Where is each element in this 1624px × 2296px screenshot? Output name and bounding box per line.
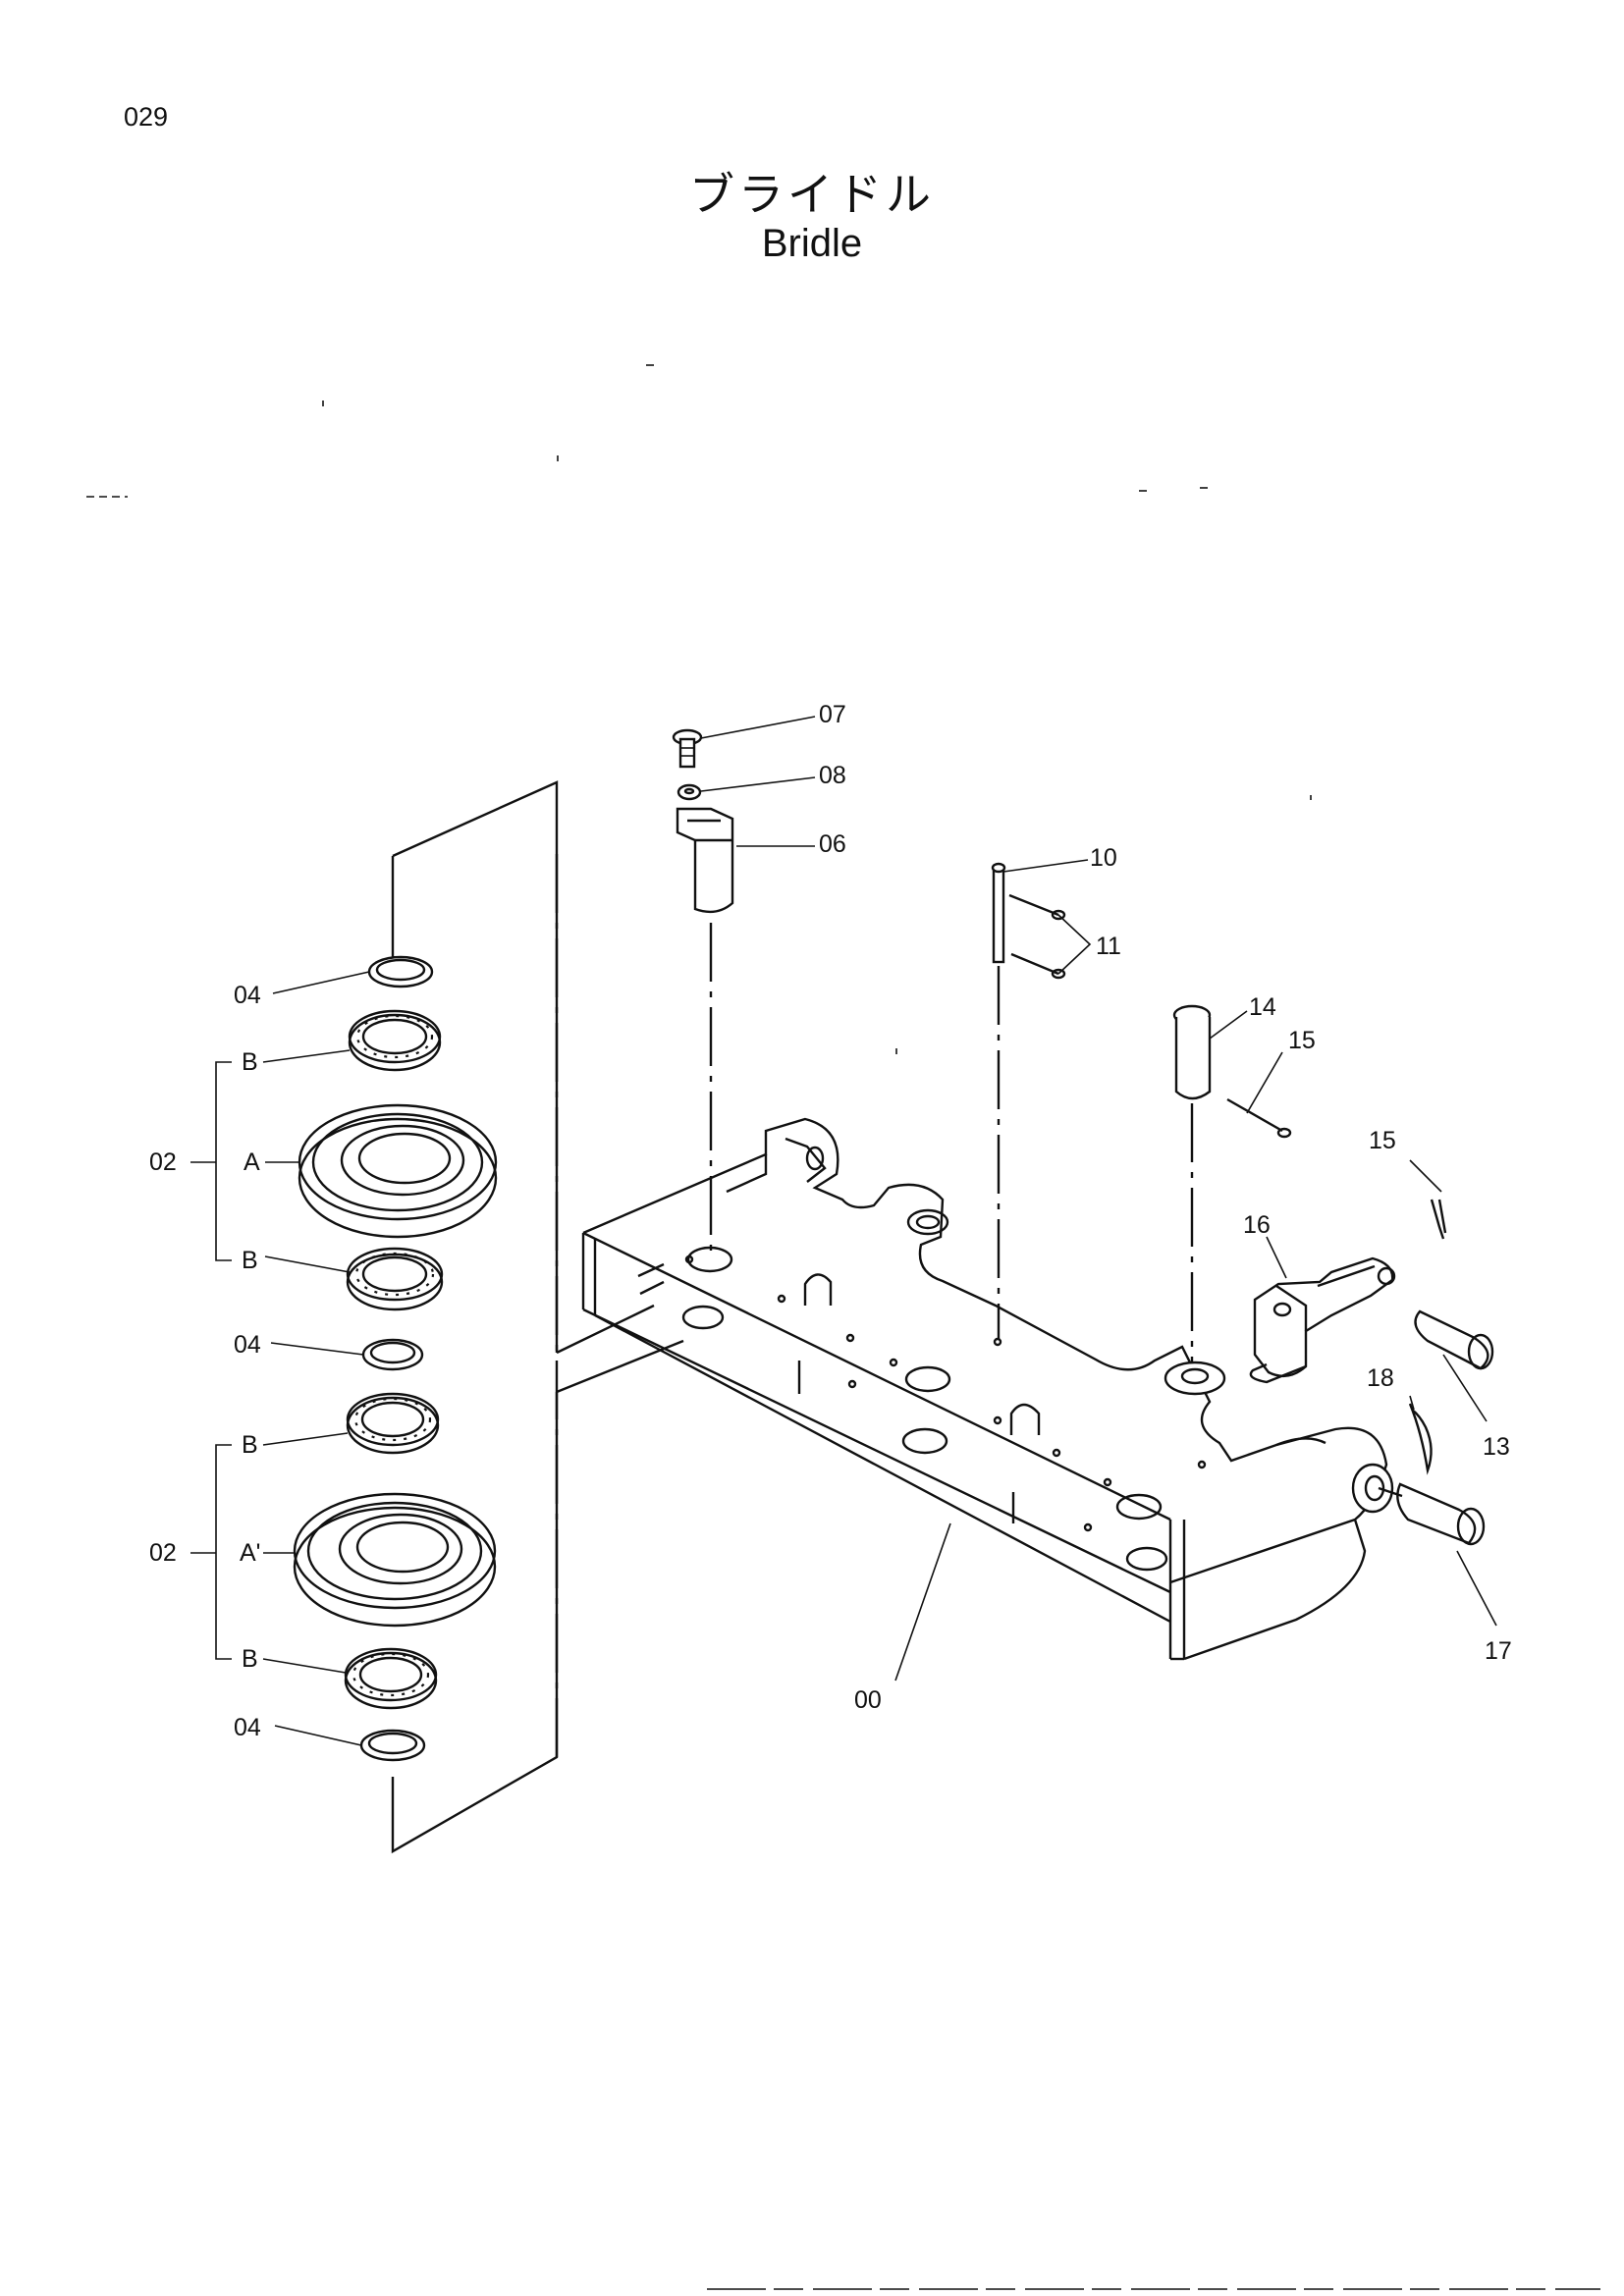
clevis-16 xyxy=(1249,1256,1396,1384)
callout-14: 14 xyxy=(1249,993,1276,1021)
bearing-b-4 xyxy=(344,1647,438,1710)
callout-a-prime: A' xyxy=(240,1539,260,1567)
sheave-a xyxy=(298,1103,498,1239)
callout-08: 08 xyxy=(819,762,846,789)
frame-lug-upper xyxy=(805,1146,825,1171)
callout-18: 18 xyxy=(1367,1364,1394,1392)
washer-08 xyxy=(677,783,702,801)
title-english: Bridle xyxy=(761,222,863,265)
callout-00: 00 xyxy=(854,1686,882,1714)
callout-labels: 07 08 06 10 11 14 15 15 16 18 13 17 00 0… xyxy=(149,701,1512,1741)
callout-b-3: B xyxy=(242,1431,258,1459)
cotter-15-right xyxy=(1430,1199,1447,1240)
callout-04-middle: 04 xyxy=(234,1331,261,1359)
bolt-07 xyxy=(672,728,703,769)
callout-11: 11 xyxy=(1096,933,1121,960)
callout-b-4: B xyxy=(242,1645,258,1673)
callout-04-bottom: 04 xyxy=(234,1714,261,1741)
callout-17: 17 xyxy=(1485,1637,1512,1665)
pin-13 xyxy=(1414,1309,1494,1370)
sheave-a-prime xyxy=(293,1492,497,1628)
callout-04-top: 04 xyxy=(234,982,261,1009)
pin-14 xyxy=(1172,1004,1212,1362)
callout-a: A xyxy=(244,1148,260,1176)
callout-06: 06 xyxy=(819,830,846,858)
callout-07: 07 xyxy=(819,701,846,728)
scan-marks xyxy=(86,364,1600,2290)
cotter-15-upper xyxy=(1226,1097,1292,1139)
bearing-b-3 xyxy=(346,1392,440,1455)
callout-b-2: B xyxy=(242,1247,258,1274)
page-number: 029 xyxy=(124,102,169,132)
callout-15-upper: 15 xyxy=(1288,1027,1316,1054)
title-japanese: ブライドル xyxy=(689,168,935,221)
bearing-b-2 xyxy=(346,1247,444,1311)
bearing-bracket xyxy=(391,780,684,1854)
seal-ring-04-top xyxy=(367,955,434,988)
callout-15-right: 15 xyxy=(1369,1127,1396,1154)
pin-17 xyxy=(1378,1482,1486,1546)
callout-13: 13 xyxy=(1483,1433,1510,1461)
rod-10 xyxy=(991,862,1006,1339)
right-leaders xyxy=(700,716,1497,1682)
callout-16: 16 xyxy=(1243,1211,1271,1239)
cotter-pins-11 xyxy=(1008,893,1066,980)
seal-ring-04-middle xyxy=(361,1338,424,1371)
callout-02-upper: 02 xyxy=(149,1148,177,1176)
bridle-frame-00 xyxy=(581,1117,1394,1661)
seal-ring-04-bottom xyxy=(359,1729,426,1762)
bearing-b-1 xyxy=(348,1009,442,1072)
pin-06 xyxy=(676,807,734,1255)
callout-b-1: B xyxy=(242,1048,258,1076)
r-pin-18 xyxy=(1408,1403,1433,1471)
callout-10: 10 xyxy=(1090,844,1117,872)
callout-02-lower: 02 xyxy=(149,1539,177,1567)
left-leaders xyxy=(190,971,370,1746)
